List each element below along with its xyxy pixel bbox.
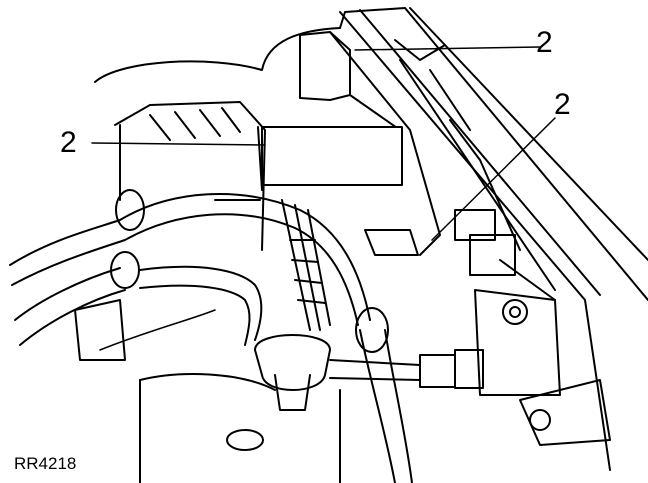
intake-housing — [114, 101, 266, 251]
engine-block — [74, 299, 341, 483]
callout-label: 2 — [536, 26, 553, 59]
figure-reference: RR4218 — [14, 454, 77, 473]
mounting-bracket — [474, 289, 611, 446]
fender-outline — [94, 27, 341, 83]
header-tank — [257, 31, 441, 256]
radiator — [339, 9, 611, 471]
sensor-wire — [99, 309, 216, 351]
fan-shroud — [281, 199, 331, 331]
filler-cap — [254, 334, 484, 411]
callout-label: 2 — [60, 126, 77, 159]
callout-label: 2 — [554, 88, 571, 121]
hoses — [9, 189, 413, 483]
leader-lines — [91, 46, 556, 241]
